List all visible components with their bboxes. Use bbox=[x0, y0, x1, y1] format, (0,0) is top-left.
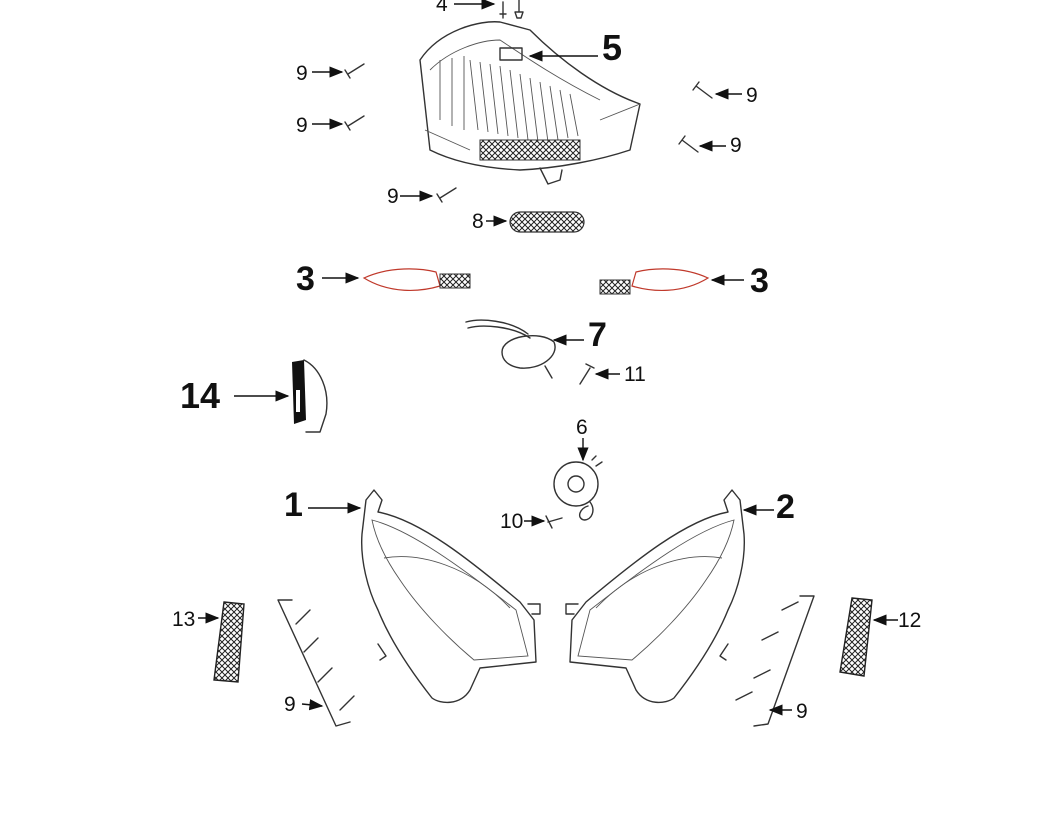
part-13-left-side-reflector bbox=[213, 601, 245, 683]
callout-3-right: 3 bbox=[750, 262, 769, 300]
leader-arrows bbox=[198, 0, 898, 716]
callout-10: 10 bbox=[500, 510, 523, 533]
callout-9-a: 9 bbox=[296, 62, 308, 85]
callout-13: 13 bbox=[172, 608, 195, 631]
callout-12: 12 bbox=[898, 609, 921, 632]
callout-2: 2 bbox=[776, 488, 795, 526]
callout-3-left: 3 bbox=[296, 260, 315, 298]
callout-11: 11 bbox=[624, 363, 646, 386]
callout-9-d: 9 bbox=[730, 134, 742, 157]
callout-9-c: 9 bbox=[746, 84, 758, 107]
part-4-bolts bbox=[499, 0, 524, 19]
part-3-left-turn-signal bbox=[362, 268, 471, 291]
part-5-front-cowl bbox=[419, 21, 641, 185]
callout-4: 4 bbox=[436, 0, 448, 16]
grille-slats bbox=[469, 59, 579, 143]
callout-9-g: 9 bbox=[796, 700, 808, 723]
callout-14: 14 bbox=[180, 375, 220, 416]
part-3-right-turn-signal bbox=[599, 268, 710, 295]
callout-9-b: 9 bbox=[296, 114, 308, 137]
part-2-right-headlight bbox=[565, 489, 746, 704]
screws-9-upper bbox=[344, 63, 713, 203]
part-7-license-lamp bbox=[465, 319, 556, 379]
bolt-10 bbox=[545, 515, 563, 529]
part-14-side-reflector bbox=[292, 359, 328, 433]
callout-9-e: 9 bbox=[387, 185, 399, 208]
part-1-left-headlight bbox=[360, 489, 541, 704]
callout-7: 7 bbox=[588, 316, 607, 354]
callout-6: 6 bbox=[576, 416, 588, 439]
screws-9-lower-right bbox=[735, 595, 815, 727]
part-12-right-side-reflector bbox=[839, 597, 873, 677]
screw-11 bbox=[579, 363, 595, 385]
callout-8: 8 bbox=[472, 210, 484, 233]
screws-9-lower-left bbox=[277, 599, 355, 727]
callout-9-f: 9 bbox=[284, 693, 296, 716]
callout-5: 5 bbox=[602, 27, 622, 68]
part-8-reflector bbox=[509, 211, 585, 233]
callout-1: 1 bbox=[284, 486, 303, 524]
part-6-horn bbox=[553, 455, 603, 521]
